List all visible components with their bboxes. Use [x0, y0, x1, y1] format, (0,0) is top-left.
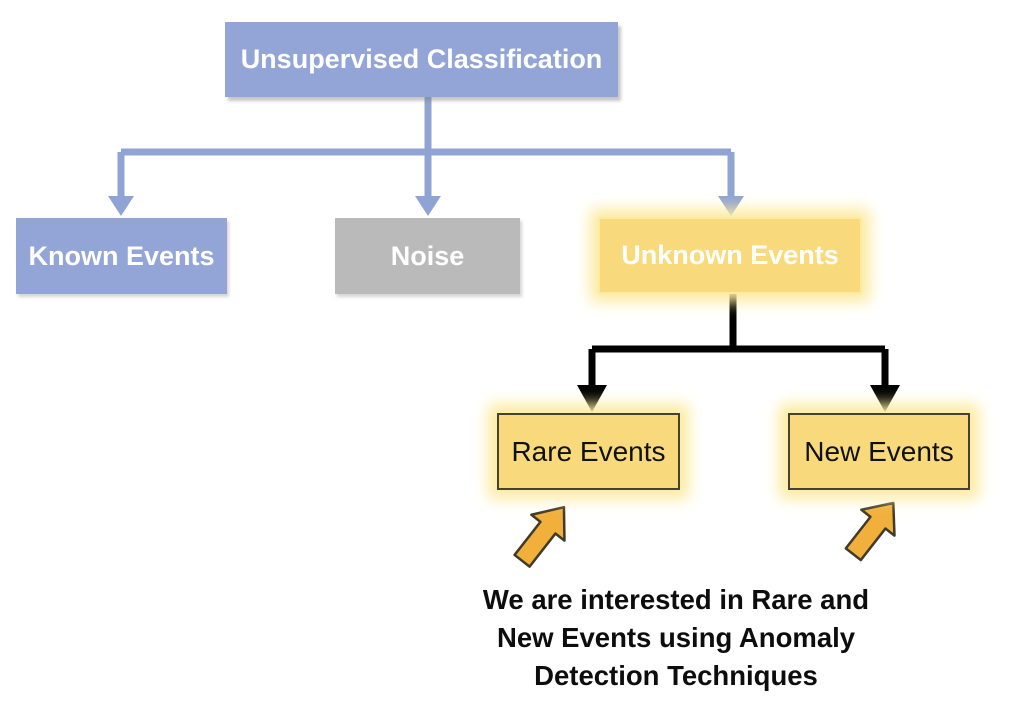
node-new-events: New Events: [788, 413, 970, 490]
node-noise: Noise: [335, 218, 520, 294]
node-known-events: Known Events: [16, 218, 227, 294]
node-label: Known Events: [28, 240, 215, 271]
down-arrowhead-icon: [108, 196, 134, 216]
caption-line-3: Detection Techniques: [534, 660, 818, 691]
callout-arrow-right-icon: [844, 501, 896, 562]
caption-text: We are interested in Rare and New Events…: [400, 581, 952, 695]
caption-line-1: We are interested in Rare and: [482, 584, 870, 615]
node-label: Unknown Events: [621, 240, 839, 270]
node-label: Rare Events: [511, 435, 666, 467]
callout-arrow-left-icon: [513, 505, 566, 568]
down-arrowhead-icon: [718, 196, 744, 216]
node-label: New Events: [804, 435, 954, 467]
node-label: Unsupervised Classification: [240, 44, 603, 74]
down-arrowhead-icon: [577, 385, 607, 412]
down-arrowhead-icon: [415, 196, 441, 216]
node-rare-events: Rare Events: [497, 413, 680, 490]
black-tree-connector: [577, 293, 900, 412]
node-label: Noise: [390, 240, 465, 271]
blue-tree-connector: [108, 97, 744, 216]
down-arrowhead-icon: [870, 385, 900, 412]
node-unknown-events: Unknown Events: [598, 217, 862, 294]
node-unsupervised-classification: Unsupervised Classification: [225, 22, 618, 97]
caption-line-2: New Events using Anomaly: [496, 622, 856, 653]
